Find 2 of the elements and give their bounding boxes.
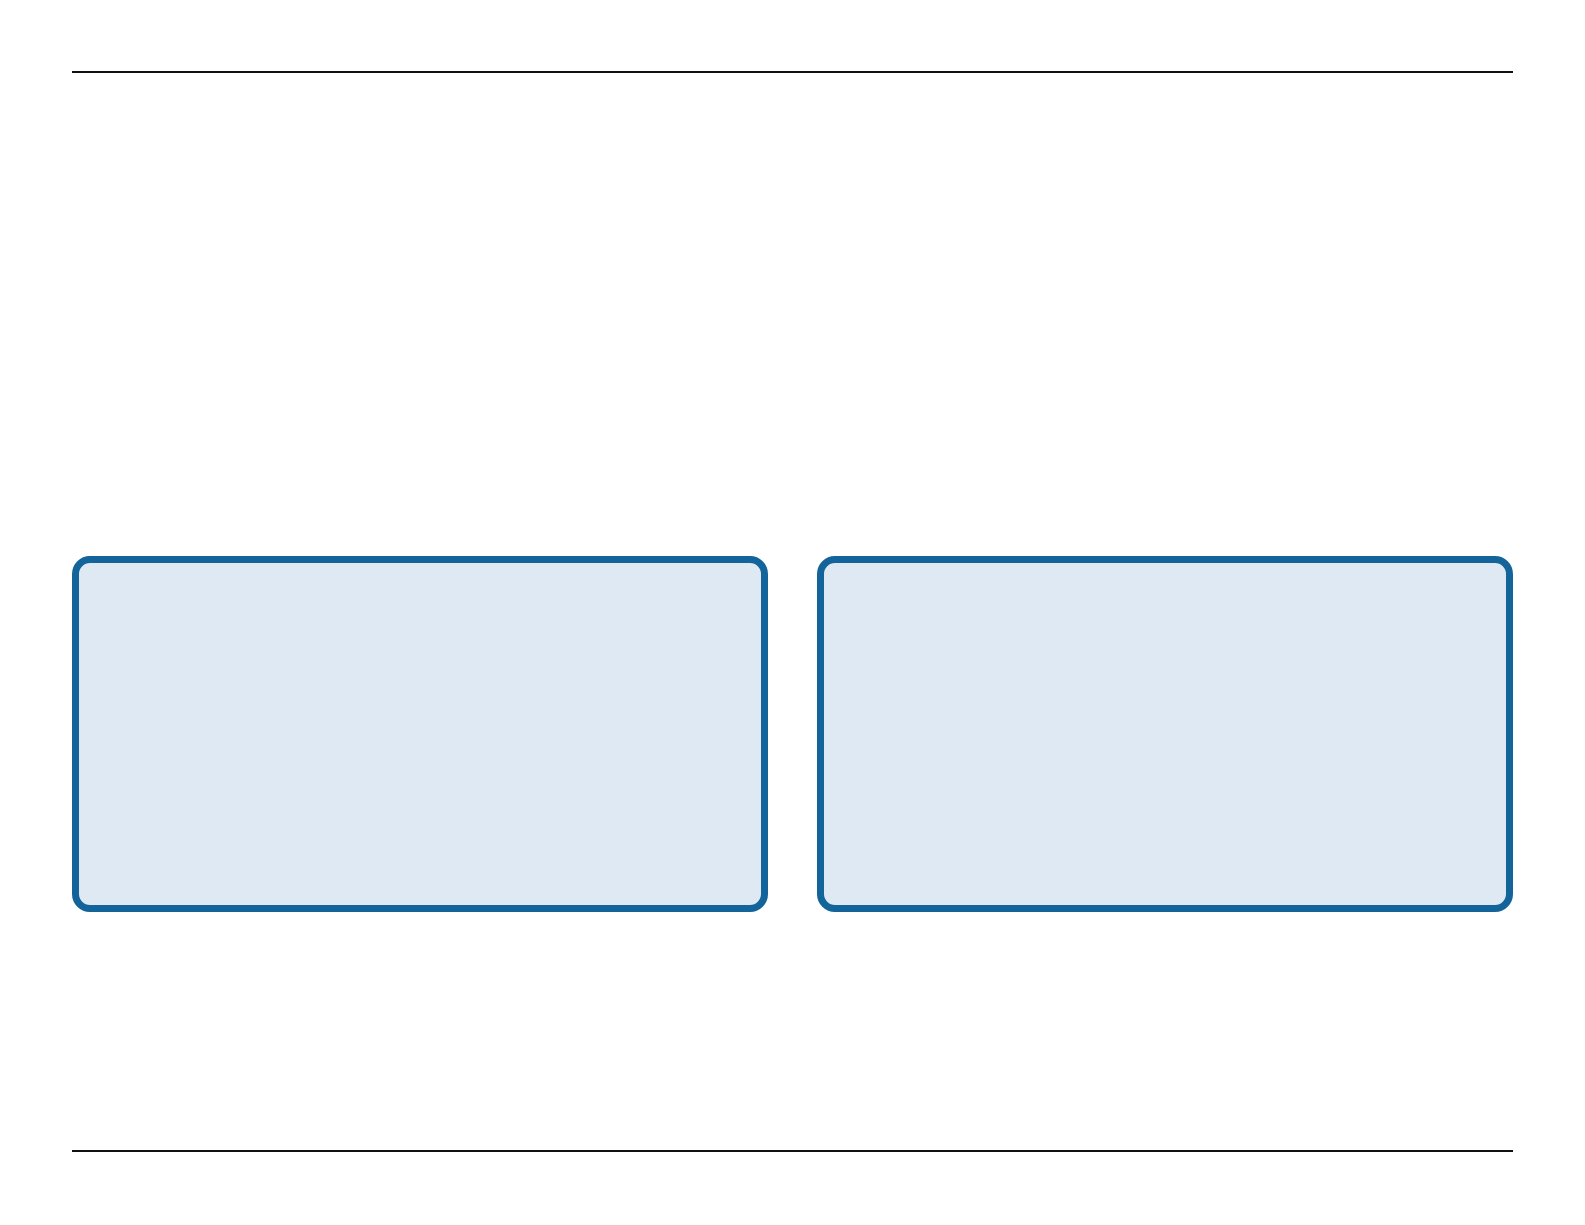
panel-box xyxy=(72,556,768,912)
panel-box xyxy=(817,556,1513,912)
